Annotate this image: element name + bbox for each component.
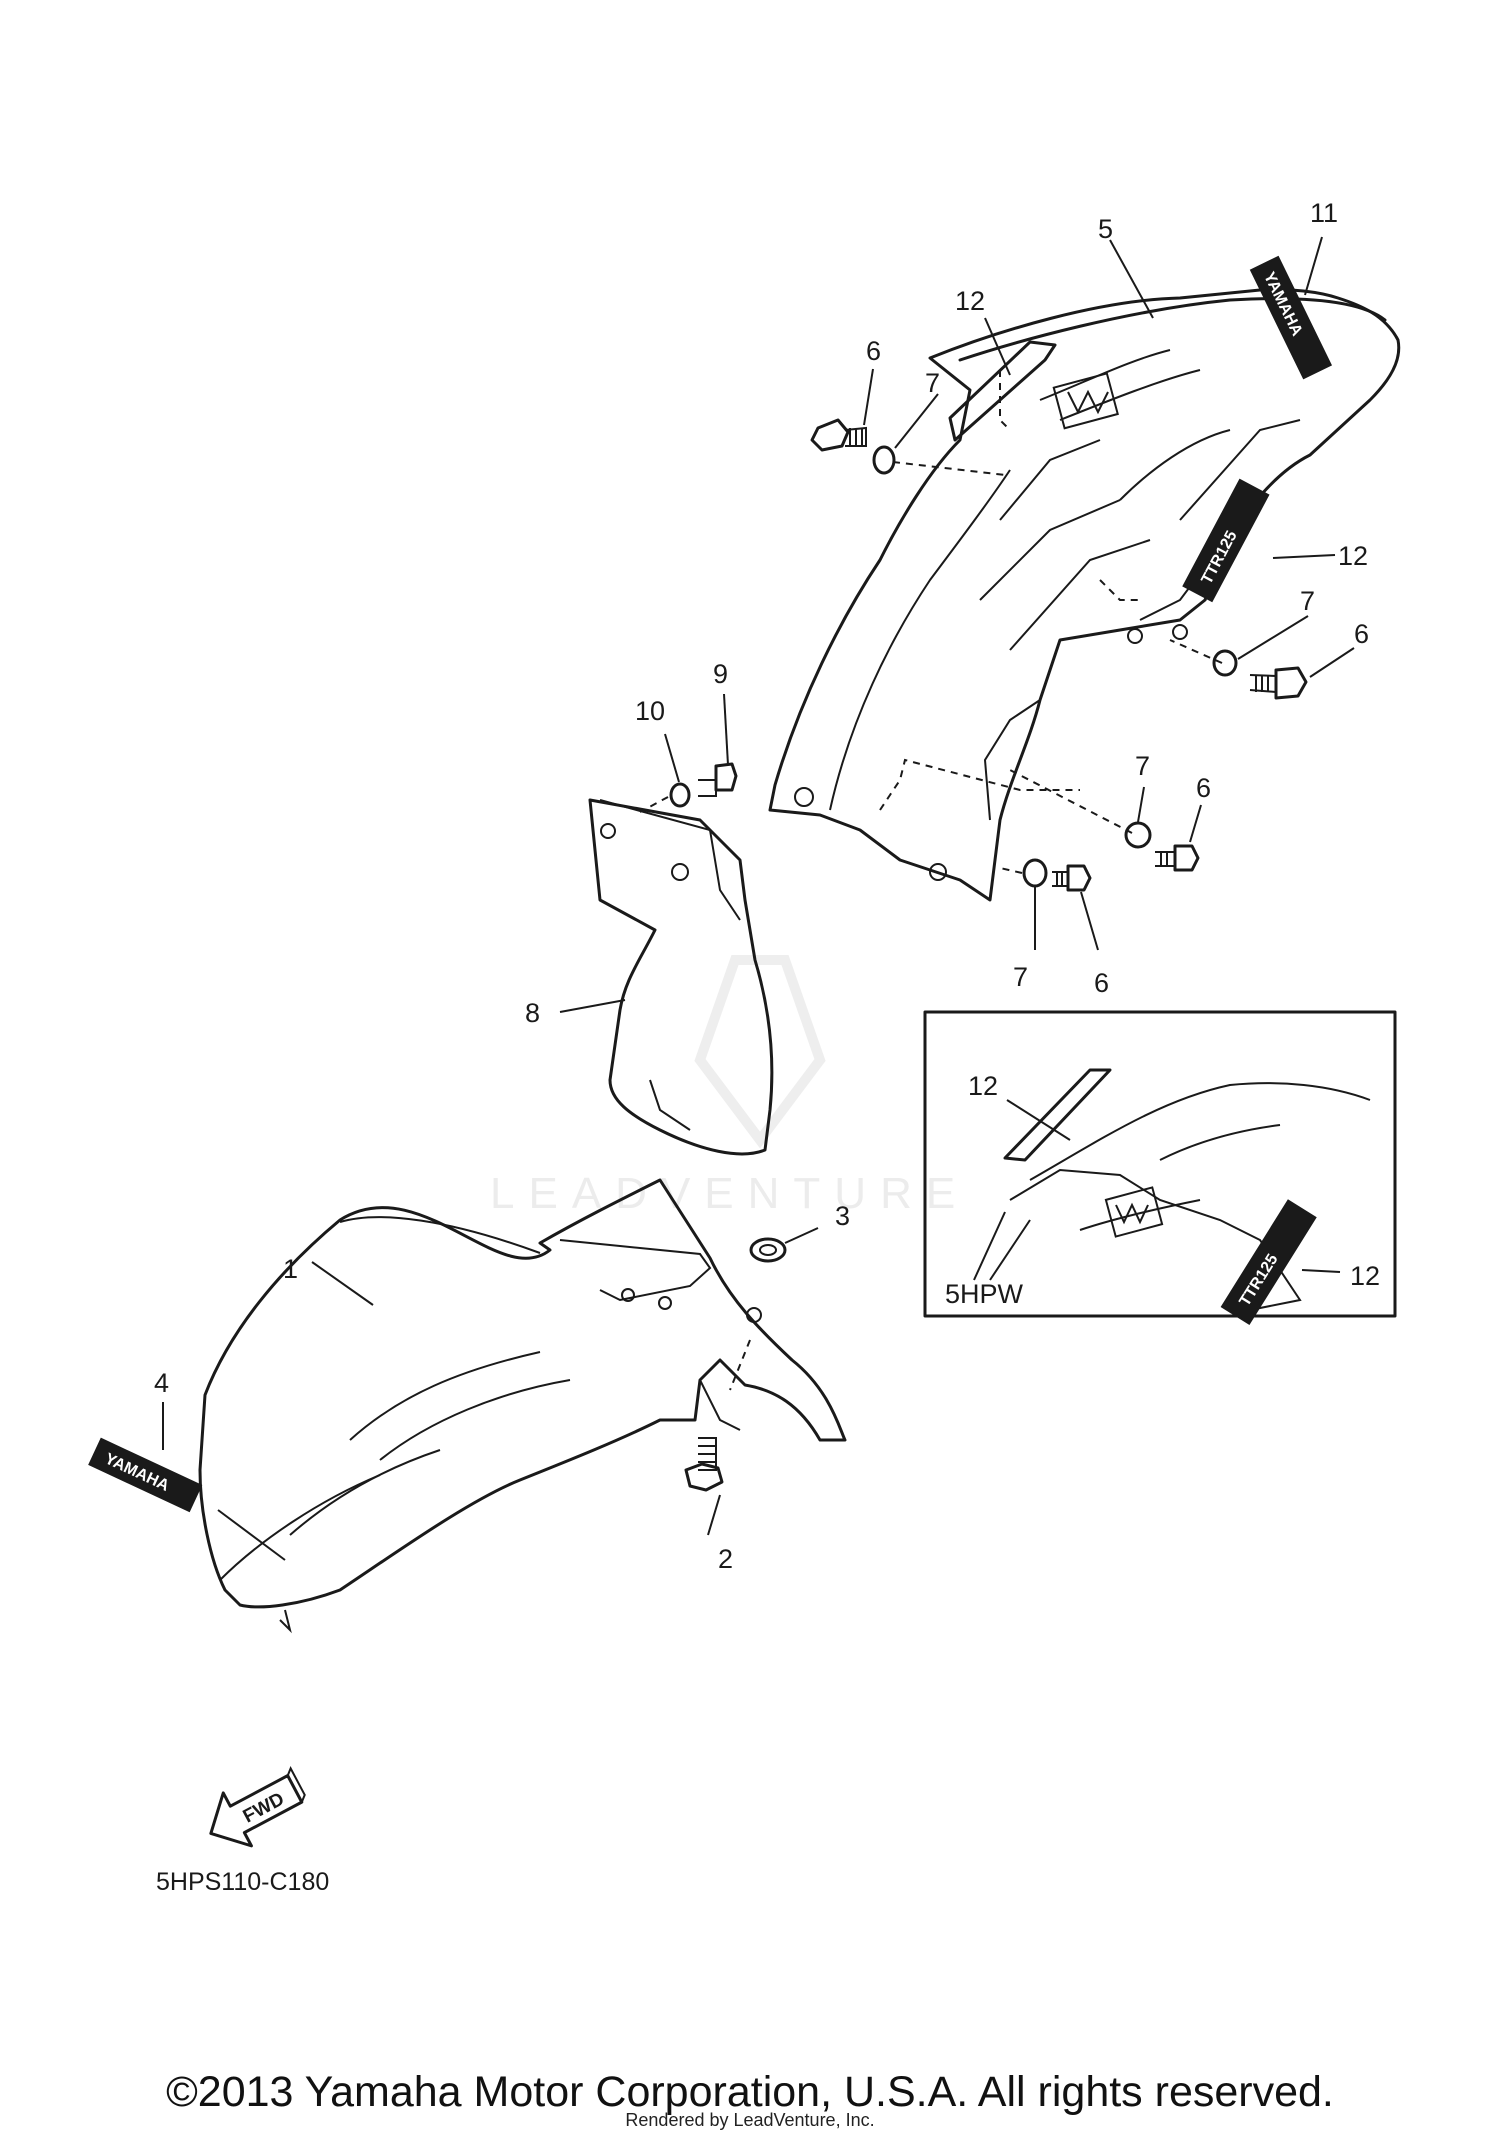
callout-7b: 7 — [1300, 586, 1315, 616]
front-fender-bolt-2[interactable] — [684, 1437, 724, 1492]
mud-flap[interactable] — [588, 798, 774, 1156]
front-fender[interactable] — [198, 1178, 847, 1634]
leadventure-watermark: LEADVENTURE — [490, 955, 969, 1218]
front-yamaha-decal[interactable]: YAMAHA — [88, 1437, 203, 1513]
inset-ttr125-decal: TTR125 — [1220, 1199, 1317, 1325]
callout-4: 4 — [154, 1368, 169, 1398]
callout-9: 9 — [713, 659, 728, 689]
inset-5hpw: TTR125 5HPW — [923, 1010, 1397, 1325]
callout-6a: 6 — [866, 336, 881, 366]
callout-12c: 12 — [968, 1071, 998, 1101]
watermark-text: LEADVENTURE — [490, 1169, 969, 1218]
leader-lines — [162, 236, 1355, 1561]
collar-7b[interactable] — [1212, 649, 1238, 677]
callout-10: 10 — [635, 696, 665, 726]
callout-12d: 12 — [1350, 1261, 1380, 1291]
front-fender-washer-3[interactable] — [749, 1237, 787, 1263]
callout-6d: 6 — [1094, 968, 1109, 998]
side-ttr125-decal: TTR125 — [1182, 478, 1270, 603]
bolt-6d[interactable] — [1052, 864, 1092, 892]
callout-6c: 6 — [1196, 773, 1211, 803]
bolt-6c[interactable] — [1155, 844, 1200, 872]
stripe-decal[interactable] — [948, 340, 1057, 442]
callout-6b: 6 — [1354, 619, 1369, 649]
callout-12a: 12 — [955, 286, 985, 316]
callout-3: 3 — [835, 1201, 850, 1231]
callout-labels: 1 2 3 4 5 6 6 6 6 7 7 7 7 8 9 10 11 12 1… — [154, 198, 1380, 1574]
callout-1: 1 — [283, 1254, 298, 1284]
callout-2: 2 — [718, 1544, 733, 1574]
callout-7a: 7 — [925, 368, 940, 398]
callout-7d: 7 — [1013, 962, 1028, 992]
callout-7c: 7 — [1135, 751, 1150, 781]
rendered-by-notice: Rendered by LeadVenture, Inc. — [625, 2110, 875, 2130]
rear-yamaha-decal: YAMAHA — [1249, 255, 1333, 380]
bolt-6b[interactable] — [1249, 666, 1308, 700]
fwd-arrow-icon: FWD — [209, 1766, 306, 1848]
diagram-code: 5HPS110-C180 — [156, 1868, 329, 1896]
collar-7c[interactable] — [1124, 821, 1152, 849]
inset-model-label: 5HPW — [945, 1279, 1024, 1309]
washer-10[interactable] — [669, 782, 691, 808]
callout-11: 11 — [1310, 198, 1338, 228]
rear-fender[interactable]: YAMAHA TTR125 — [768, 255, 1401, 902]
callout-5: 5 — [1098, 214, 1113, 244]
callout-12b: 12 — [1338, 541, 1368, 571]
collar-7a[interactable] — [872, 445, 896, 475]
bolt-6a[interactable] — [810, 418, 867, 452]
copyright-notice: ©2013 Yamaha Motor Corporation, U.S.A. A… — [166, 2068, 1334, 2116]
callout-8: 8 — [525, 998, 540, 1028]
collar-7d[interactable] — [1022, 858, 1048, 888]
bolt-9[interactable] — [698, 762, 738, 797]
